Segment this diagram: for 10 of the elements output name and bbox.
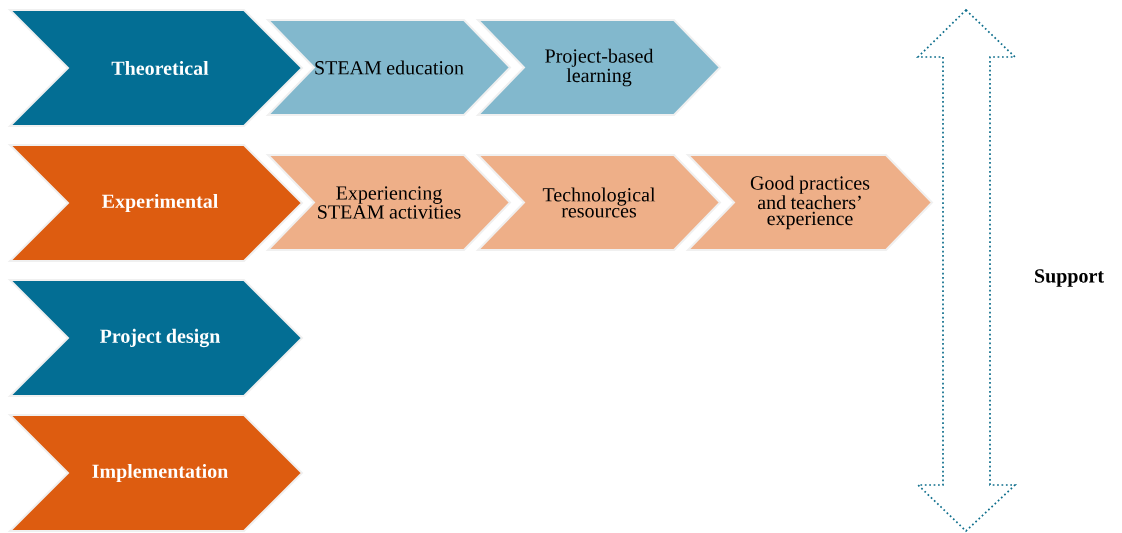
chevron-box: Project design xyxy=(7,279,304,397)
chevron-box: Project-based learning xyxy=(475,19,722,116)
chevron-box: STEAM education xyxy=(265,19,512,116)
chevron-box: Implementation xyxy=(7,414,304,532)
chevron-box: Theoretical xyxy=(7,9,304,127)
chevron-box: Good practices and teachers’ experience xyxy=(685,154,934,251)
chevron-box: Technological resources xyxy=(475,154,722,251)
chevron-box: Experimental xyxy=(7,144,304,262)
side-label: Support xyxy=(1035,269,1104,287)
chevron-box: Experiencing STEAM activities xyxy=(265,154,512,251)
